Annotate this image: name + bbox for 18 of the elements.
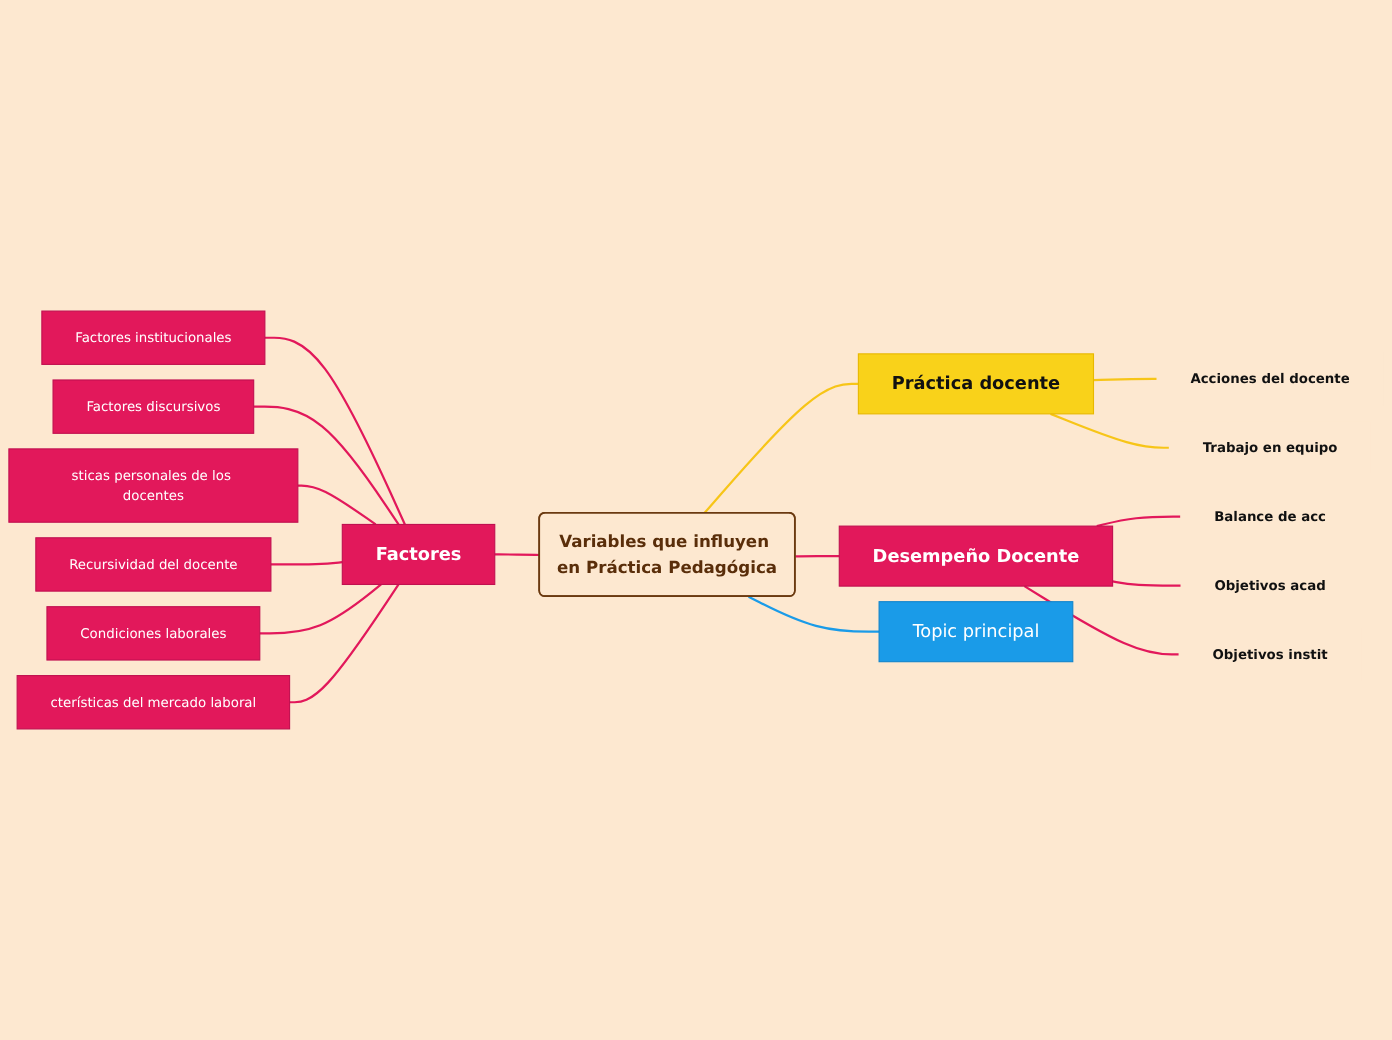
connector	[1112, 580, 1182, 587]
connector	[748, 595, 880, 633]
connector	[264, 336, 406, 525]
connector	[253, 405, 400, 526]
connector	[289, 583, 400, 704]
connector	[795, 555, 840, 558]
node-box: Desempeño Docente	[838, 525, 1114, 587]
connector	[270, 561, 343, 566]
connector	[494, 553, 540, 557]
node-box: Práctica docente	[857, 353, 1095, 415]
connector	[1050, 412, 1170, 449]
connector	[297, 484, 377, 526]
node-box: Factores	[341, 523, 496, 585]
node-box: Topic principal	[878, 601, 1074, 663]
connector	[1096, 515, 1181, 528]
connector	[703, 382, 859, 515]
connector	[259, 583, 382, 635]
connector	[1093, 377, 1158, 382]
